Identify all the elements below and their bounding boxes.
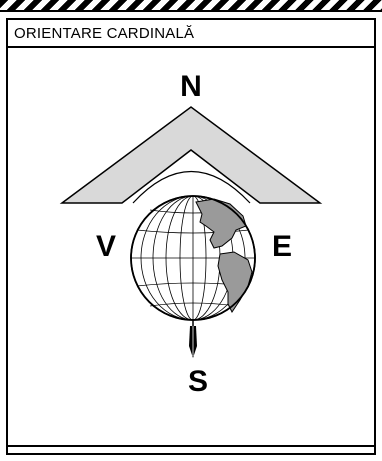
globe-americas-icon [131,196,255,320]
east-label: E [272,230,292,263]
west-label: V [96,230,116,263]
roof-chevron [62,107,320,203]
south-label: S [188,365,208,398]
north-label: N [180,70,202,103]
compass-needle-icon [189,320,197,358]
